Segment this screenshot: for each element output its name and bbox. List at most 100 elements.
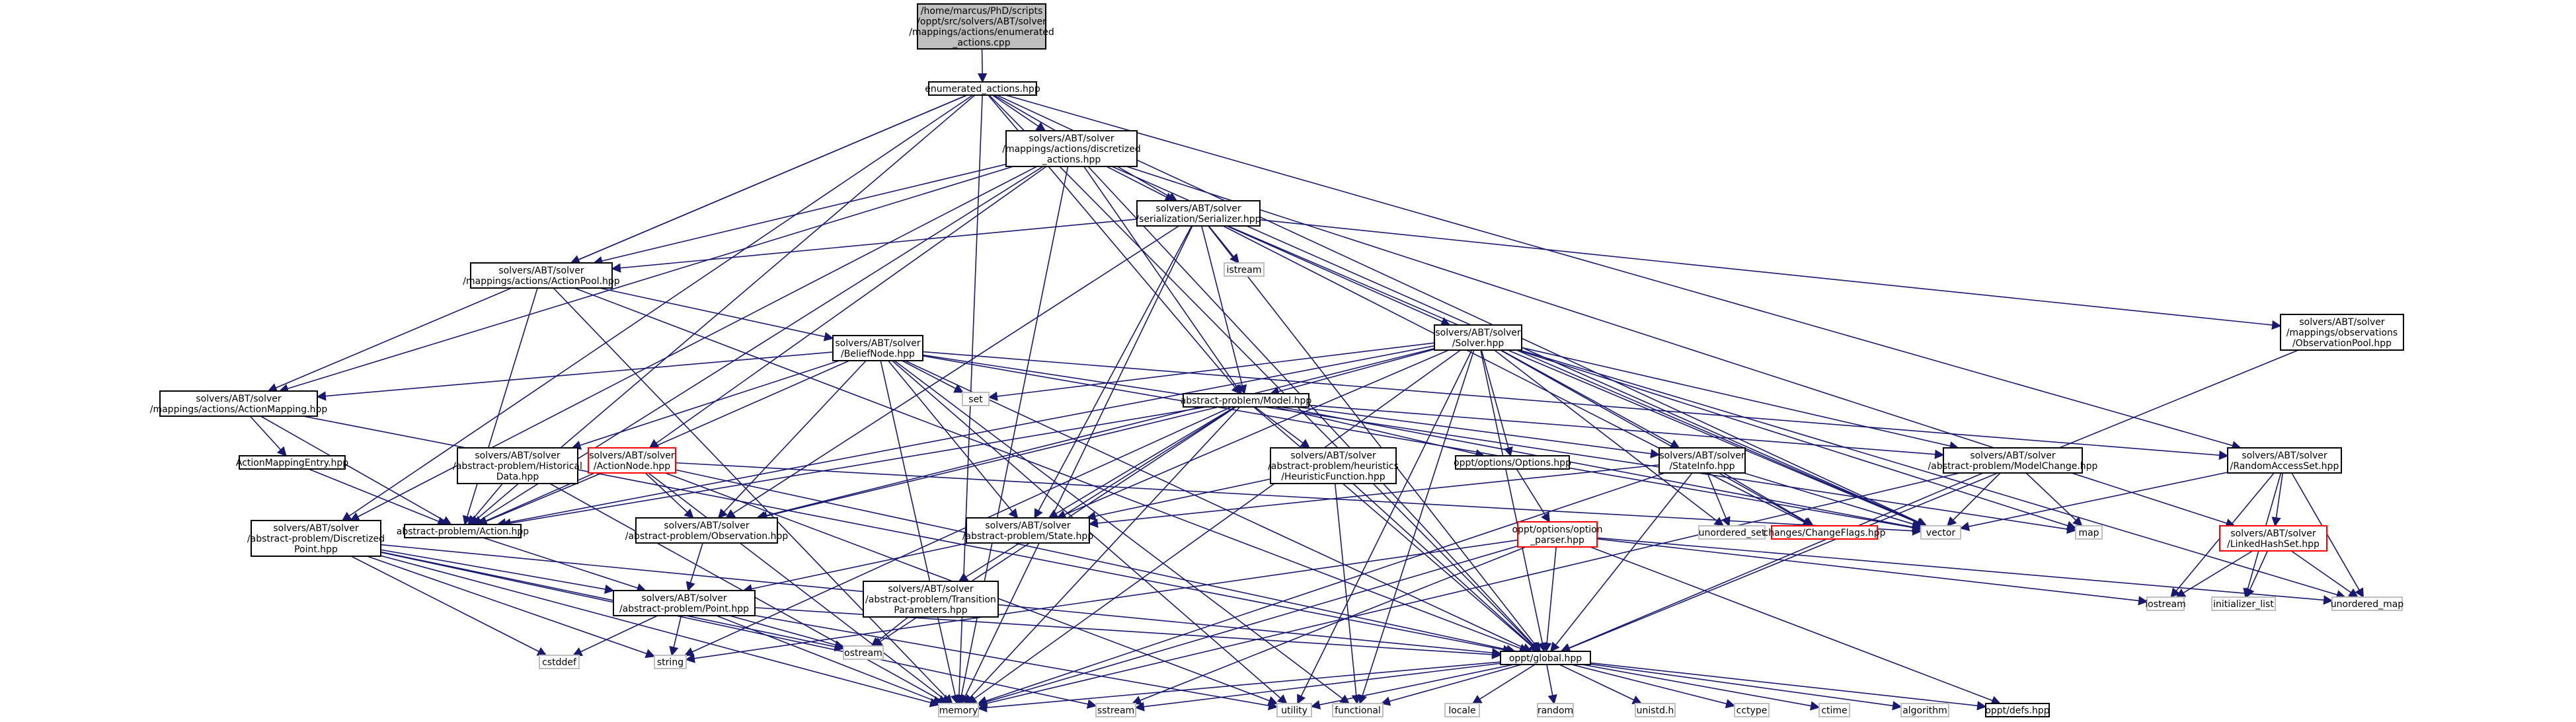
node-serializer[interactable]: solvers/ABT/solver/serialization/Seriali… — [1136, 200, 1261, 227]
edge-solver-to-utility — [1297, 349, 1473, 705]
node-label-line: solvers/ABT/solver — [1659, 451, 1745, 461]
edge-enum_h-to-discpoint — [341, 94, 974, 521]
edge-stateinfo-to-unordered_set — [1707, 472, 1731, 527]
node-obspool[interactable]: solvers/ABT/solver/mappings/observations… — [2280, 314, 2404, 351]
node-actionpool[interactable]: solvers/ABT/solver/mappings/actions/Acti… — [463, 262, 620, 289]
node-unordered_map[interactable]: unordered_map — [2331, 596, 2403, 611]
node-label-line: Parameters.hpp — [894, 605, 967, 616]
node-stateinfo[interactable]: solvers/ABT/solver/StateInfo.hpp — [1659, 447, 1746, 474]
node-box — [1136, 200, 1261, 227]
node-map[interactable]: map — [2075, 525, 2103, 540]
node-global[interactable]: oppt/global.hpp — [1500, 651, 1591, 665]
node-unistd[interactable]: unistd.h — [1635, 703, 1676, 717]
node-sstream[interactable]: sstream — [1095, 703, 1136, 717]
node-random[interactable]: random — [1537, 703, 1574, 717]
edge-actionmapping-to-actmapentry — [249, 415, 287, 457]
edge-solver-to-modelchange — [1521, 347, 1959, 451]
node-enum_h[interactable]: enumerated_actions.hpp — [925, 81, 1040, 96]
edge-solver-to-options — [1481, 349, 1513, 457]
node-memory[interactable]: memory — [938, 703, 979, 717]
edge-actionpool-to-beliefnode — [599, 287, 834, 342]
node-label-line: string — [657, 657, 683, 668]
edge-histdata-to-action — [467, 483, 503, 526]
node-discpoint[interactable]: solvers/ABT/solver/abstract-problem/Disc… — [247, 520, 385, 557]
node-initlist[interactable]: initializer_list — [2211, 596, 2276, 611]
node-randomaccess[interactable]: solvers/ABT/solver/RandomAccessSet.hpp — [2227, 447, 2342, 474]
node-label-line: /abstract-problem/Observation.hpp — [625, 531, 789, 542]
node-box — [159, 390, 318, 417]
node-disc_actions[interactable]: solvers/ABT/solver/mappings/actions/disc… — [1002, 130, 1141, 167]
node-label-line: /StateInfo.hpp — [1669, 461, 1735, 472]
node-changeflags[interactable]: changes/ChangeFlags.hpp — [1764, 525, 1886, 540]
node-state[interactable]: solvers/ABT/solver/abstract-problem/Stat… — [962, 517, 1093, 544]
edge-beliefnode-to-state — [888, 360, 1019, 519]
node-actionnode[interactable]: solvers/ABT/solver/ActionNode.hpp — [588, 447, 676, 474]
node-utility[interactable]: utility — [1276, 703, 1312, 717]
node-point[interactable]: solvers/ABT/solver/abstract-problem/Poin… — [613, 590, 756, 616]
node-beliefnode[interactable]: solvers/ABT/solver/BeliefNode.hpp — [832, 335, 923, 361]
node-modelchange[interactable]: solvers/ABT/solver/abstract-problem/Mode… — [1928, 447, 2098, 474]
node-ostream[interactable]: ostream — [843, 645, 884, 660]
node-defs[interactable]: oppt/defs.hpp — [1985, 703, 2050, 717]
node-action[interactable]: abstract-problem/Action.hpp — [397, 524, 529, 538]
node-actmapentry[interactable]: ActionMappingEntry.hpp — [236, 455, 348, 470]
node-ctime[interactable]: ctime — [1818, 703, 1850, 717]
node-functional[interactable]: functional — [1332, 703, 1384, 717]
node-label-line: initializer_list — [2213, 599, 2274, 610]
edge-disc_actions-to-actionmapping — [278, 166, 1014, 394]
node-box — [1270, 447, 1397, 484]
node-box — [2211, 596, 2276, 611]
edge-discpoint-to-memory — [380, 555, 940, 707]
node-label-line: /abstract-problem/State.hpp — [962, 531, 1093, 542]
node-set[interactable]: set — [962, 392, 990, 406]
node-optparser[interactable]: oppt/options/option_parser.hpp — [1512, 521, 1603, 548]
edge-solver-to-global — [1480, 349, 1547, 653]
edge-global-to-cctype — [1571, 664, 1736, 709]
node-observation[interactable]: solvers/ABT/solver/abstract-problem/Obse… — [625, 517, 789, 544]
node-string[interactable]: string — [654, 655, 687, 669]
edge-enum_h-to-randomaccess — [1005, 94, 2242, 451]
edge-serializer-to-model — [1201, 225, 1247, 395]
node-label-line: /oppt/src/solvers/ABT/solver — [917, 17, 1046, 27]
node-linkedhash[interactable]: solvers/ABT/solver/LinkedHashSet.hpp — [2219, 525, 2327, 552]
node-heuristic[interactable]: solvers/ABT/solver/abstract-problem/heur… — [1268, 447, 1399, 484]
node-unordered_set[interactable]: unordered_set — [1698, 525, 1766, 540]
node-box — [1224, 262, 1265, 277]
node-istream[interactable]: istream — [1224, 262, 1265, 277]
node-cctype[interactable]: cctype — [1734, 703, 1770, 717]
node-label-line: _actions.cpp — [952, 38, 1010, 48]
edge-solver-to-state — [1056, 349, 1450, 519]
node-actionmapping[interactable]: solvers/ABT/solver/mappings/actions/Acti… — [150, 390, 328, 417]
edge-model-to-state — [1048, 406, 1235, 519]
node-label-line: memory — [939, 705, 978, 716]
edge-serializer-to-obspool — [1259, 219, 2282, 330]
node-box — [1635, 703, 1676, 717]
node-locale[interactable]: locale — [1444, 703, 1480, 717]
edge-solver-to-map — [1517, 349, 2077, 530]
node-transition[interactable]: solvers/ABT/solver/abstract-problem/Tran… — [863, 581, 999, 618]
node-solver[interactable]: solvers/ABT/solver/Solver.hpp — [1434, 324, 1522, 351]
node-cstddef[interactable]: cstddef — [539, 655, 580, 669]
node-algorithm[interactable]: algorithm — [1900, 703, 1949, 717]
edge-global-to-functional — [1380, 664, 1522, 706]
node-vector[interactable]: vector — [1920, 525, 1961, 540]
edge-point-to-string — [669, 615, 682, 657]
node-label-line: solvers/ABT/solver — [2299, 317, 2385, 328]
edge-actionnode-to-observation — [644, 472, 694, 519]
edge-point-to-cstddef — [572, 615, 658, 656]
node-options[interactable]: oppt/options/Options.hpp — [1454, 455, 1571, 470]
node-box — [1455, 455, 1570, 470]
edge-serializer-to-changeflags — [1222, 225, 1813, 526]
edge-linkedhash-to-unordered_map — [2290, 550, 2359, 598]
edge-actionnode-to-memory — [648, 472, 951, 704]
node-model[interactable]: abstract-problem/Model.hpp — [1181, 393, 1312, 408]
node-box — [1517, 521, 1598, 548]
edge-beliefnode-to-actionmapping — [316, 351, 834, 401]
node-box — [938, 703, 979, 717]
node-iostream[interactable]: iostream — [2145, 596, 2186, 611]
node-histdata[interactable]: solvers/ABT/solver/abstract-problem/Hist… — [453, 447, 582, 484]
node-box — [613, 590, 756, 616]
node-label-line: Point.hpp — [294, 544, 338, 555]
node-label-line: solvers/ABT/solver — [273, 523, 359, 534]
node-label-line: /abstract-problem/heuristics — [1268, 461, 1399, 472]
